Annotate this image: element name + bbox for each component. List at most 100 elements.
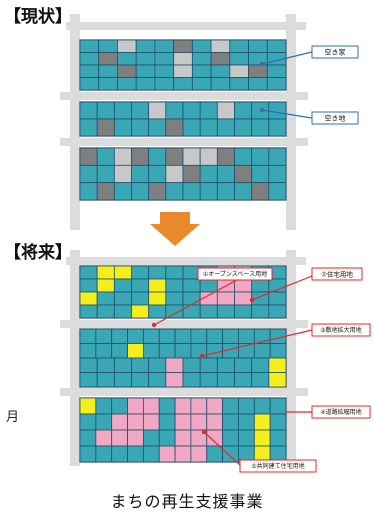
road-horizontal [66,22,306,30]
lot-cell [96,118,115,137]
lot-cell [199,372,218,388]
arrow-head [150,224,200,246]
figure-caption: まちの再生支援事業 [110,492,264,511]
road-vertical [70,14,80,230]
lot-cell [253,343,271,359]
lot-cell [173,64,193,78]
lot-cell [238,328,255,344]
label-residential-box [311,267,363,281]
future-block-1 [79,265,287,319]
lot-cell [191,77,212,91]
label-site-expansion-text: ③敷地拡大用地 [320,326,361,334]
lot-cell [79,357,98,373]
current-block-3 [79,147,287,201]
lot-cell [158,413,176,431]
lot-cell [191,52,212,66]
lot-cell [238,413,255,431]
lot-cell [190,328,208,344]
lot-cell [165,372,184,388]
lot-cell [182,118,201,137]
lot-cell [131,372,150,388]
lot-cell [216,182,235,201]
future-section-title: 【将来】 [4,243,72,263]
lot-cell [111,429,128,447]
lot-cell [127,429,144,447]
lot-cell [79,101,98,120]
label-residential-text: ②住宅用地 [321,269,353,278]
lot-cell [234,304,253,319]
lot-cell [174,397,192,415]
lot-cell [127,413,144,431]
lot-cell [135,64,156,78]
lot-cell [148,164,167,184]
label-vacant-lot: 空き地 [311,111,359,125]
lot-cell [229,77,249,91]
lot-cell [98,64,118,78]
lot-cell [268,147,287,166]
lot-cell [266,64,287,78]
lot-cell [98,77,118,91]
callout-line-vacant-house [261,51,313,65]
lot-cell [206,445,224,463]
lot-cell [210,77,231,91]
lot-cell [113,357,132,373]
label-vacant-house-text: 空き家 [325,48,346,57]
lot-cell [117,64,137,78]
lot-cell [95,445,113,463]
lot-cell [79,429,97,447]
lot-cell [117,77,137,91]
lot-cell [113,118,132,137]
lot-cell [268,357,287,373]
label-road-widening-text: ④道路拡幅用地 [320,408,361,416]
current-section-title: 【現状】 [4,7,72,27]
lot-cell [131,357,150,373]
lot-cell [95,413,113,431]
lot-cell [222,445,239,463]
lot-cell [148,278,167,293]
label-vacant-house-box [311,45,359,59]
lot-cell [229,39,249,53]
lot-cell [79,64,100,78]
lot-cell [268,164,287,184]
callout-line-residential [251,275,313,301]
lot-cell [268,291,287,306]
lot-cell [251,372,270,388]
lot-cell [79,182,98,201]
lot-cell [234,291,253,306]
lot-cell [96,291,115,306]
lot-cell [182,372,201,388]
lot-cell [206,429,224,447]
lot-cell [165,101,184,120]
lot-cell [79,445,97,463]
lot-cell [131,291,150,306]
callout-dot [199,353,205,359]
lot-cell [222,328,239,344]
lot-cell [131,118,150,137]
lot-cell [111,343,128,359]
lot-cell [142,445,160,463]
lot-cell [79,39,100,53]
lot-cell [251,357,270,373]
lot-cell [222,429,239,447]
lot-cell [199,101,218,120]
future-block-3 [79,397,287,463]
lot-cell [158,343,176,359]
lot-cell [206,397,224,415]
lot-cell [268,182,287,201]
lot-cell [111,397,128,415]
lot-cell [158,429,176,447]
lot-cell [165,147,184,166]
lot-cell [79,164,98,184]
lot-cell [113,164,132,184]
lot-cell [148,265,167,280]
lot-cell [216,147,235,166]
lot-cell [165,304,184,319]
lot-cell [182,164,201,184]
lot-cell [234,164,253,184]
lot-cell [113,147,132,166]
lot-cell [238,429,255,447]
lot-cell [199,304,218,319]
lot-cell [142,429,160,447]
